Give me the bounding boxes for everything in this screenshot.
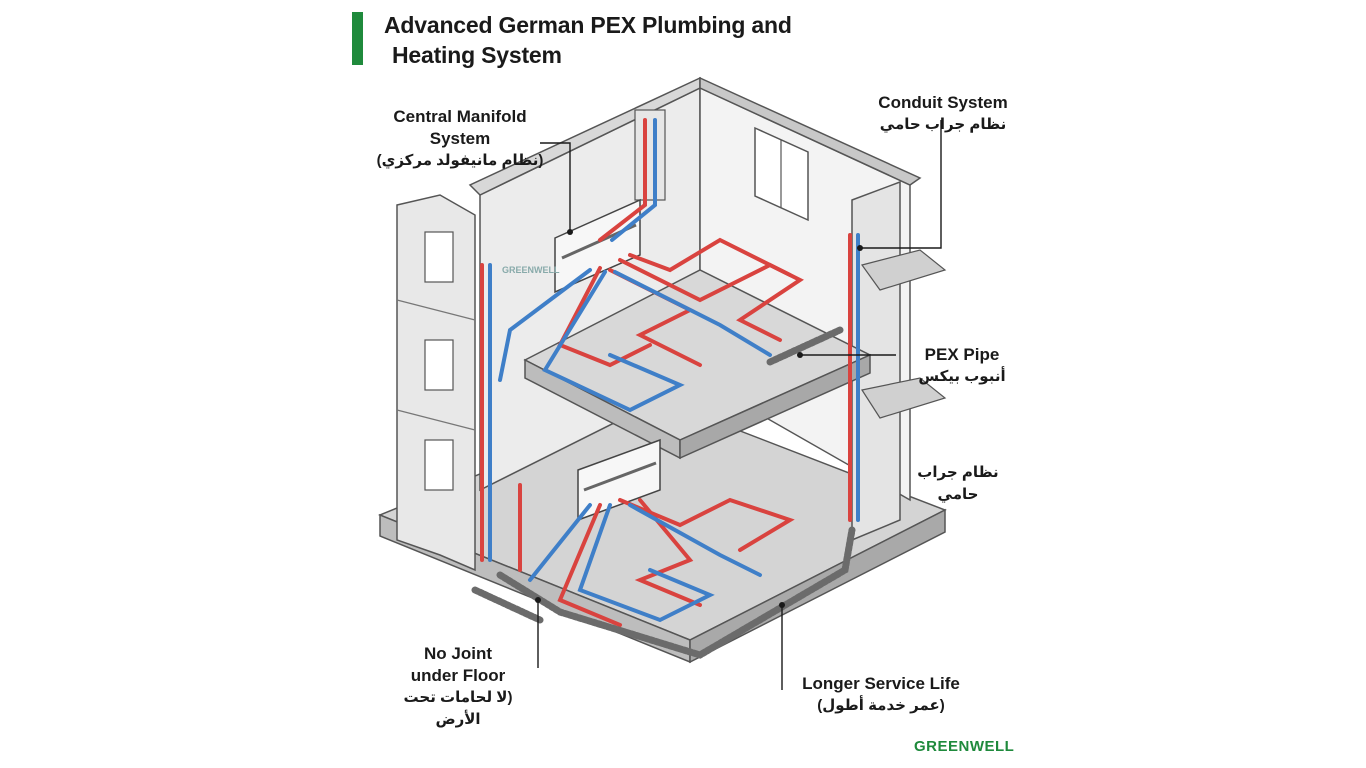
vertical-risers <box>480 118 860 572</box>
lower-floor-cold-loops <box>528 503 762 623</box>
lower-manifold-box <box>577 438 661 522</box>
title-line-1: Advanced German PEX Plumbing and <box>384 12 792 38</box>
central-manifold-label-line-2: System <box>429 129 491 148</box>
conduit-system-label-arabic: نظام جراب حامي <box>879 116 1007 133</box>
right-balcony-mid <box>861 377 947 419</box>
central-manifold-label: Central Manifold System (نظام مانيفولد م… <box>372 106 548 172</box>
left-window-mid <box>424 339 454 391</box>
pex-pipe-label: PEX Pipe أنبوب بيكس <box>902 344 1022 388</box>
brand-footer: GREENWELL <box>914 738 1015 755</box>
upper-floor-cold-loops <box>498 268 772 413</box>
title-accent-bar <box>352 12 363 65</box>
leader-dots <box>535 229 863 608</box>
left-window-top <box>424 231 454 283</box>
watermark-text: GREENWELL <box>502 265 560 275</box>
page-title: Advanced German PEX Plumbing and Heating… <box>384 10 792 70</box>
right-balcony-top <box>861 249 947 291</box>
left-window-bottom <box>424 439 454 491</box>
conduit-system-label-en: Conduit System <box>878 93 1008 112</box>
no-joint-label-line-1: No Joint <box>424 644 492 663</box>
lower-floor-hot-loops <box>557 497 795 627</box>
pex-pipe-label-arabic: أنبوب بيكس <box>918 368 1006 385</box>
service-life-label: Longer Service Life (عمر خدمة أطول) <box>790 673 972 717</box>
service-life-label-en: Longer Service Life <box>802 674 960 693</box>
no-joint-label-arabic-2: الأرض <box>435 711 481 728</box>
middle-slab-edge-right <box>679 353 871 460</box>
service-life-label-arabic: (عمر خدمة أطول) <box>817 697 945 714</box>
conduit-system-label: Conduit System نظام جراب حامي <box>866 92 1020 136</box>
central-manifold-label-line-1: Central Manifold <box>393 107 527 126</box>
pex-pipe-label-en: PEX Pipe <box>924 345 1000 364</box>
no-joint-label-line-2: under Floor <box>410 666 506 685</box>
title-line-2: Heating System <box>392 42 562 68</box>
conduit-system-arabic-label: نظام جراب حامي <box>917 464 999 503</box>
no-joint-label-arabic-1: (لا لحامات تحت <box>403 689 513 706</box>
no-joint-label: No Joint under Floor (لا لحامات تحت الأر… <box>388 643 528 731</box>
roof-rim-right <box>699 76 922 186</box>
leader-lines <box>537 120 942 690</box>
central-manifold-label-arabic: (نظام مانيفولد مركزي) <box>376 152 544 169</box>
riser-column <box>634 109 666 201</box>
